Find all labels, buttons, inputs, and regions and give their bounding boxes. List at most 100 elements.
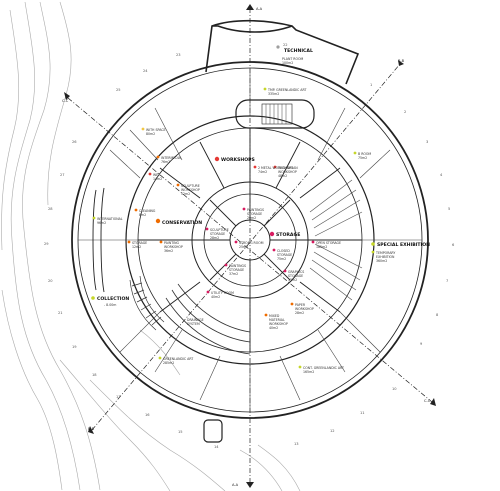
drainage-channel bbox=[165, 283, 251, 355]
section-label-bb-top: B-B bbox=[398, 59, 405, 63]
grid-number-25: 25 bbox=[116, 88, 121, 92]
label-plant-room: PLANT ROOM bbox=[282, 57, 304, 61]
marker-cleaning bbox=[134, 208, 138, 212]
label-storage-room: STORAGE bbox=[132, 241, 147, 245]
label-sculpture-workshop-sub: WORKSHOP bbox=[181, 188, 200, 192]
marker-strong-room bbox=[234, 240, 238, 244]
label-technician-sub: WORKSHOP bbox=[278, 170, 297, 174]
label-sculpture-workshop-area: 52m2 bbox=[181, 192, 190, 196]
label-cont-greenlandic: CONT. GREENLANDIC ART bbox=[303, 366, 344, 370]
heading-technical: TECHNICAL bbox=[284, 48, 313, 54]
grid-number-18: 18 bbox=[92, 373, 97, 377]
grid-number-2: 2 bbox=[404, 110, 406, 114]
grid-number-19: 19 bbox=[72, 345, 77, 349]
heading-special-exhibition: SPECIAL EXHIBITION bbox=[377, 242, 430, 248]
marker-cont-greenlandic bbox=[298, 365, 302, 369]
grid-number-24: 24 bbox=[143, 69, 148, 73]
marker-wet bbox=[148, 172, 152, 176]
heading-collection: COLLECTION bbox=[97, 296, 129, 302]
marker-mixed-media bbox=[264, 313, 268, 317]
label-painting-workshop-area: 36m2 bbox=[164, 249, 173, 253]
label-painting-workshop: PAINTING bbox=[164, 241, 179, 245]
grid-number-17: 17 bbox=[116, 395, 121, 399]
marker-sculpture-storage bbox=[205, 227, 209, 231]
marker-b-room bbox=[353, 151, 357, 155]
label-with-space-area: 80m2 bbox=[146, 132, 155, 136]
label-painting-workshop-sub: WORKSHOP bbox=[164, 245, 183, 249]
label-intermedia-area: 76m2 bbox=[161, 160, 170, 164]
marker-international bbox=[92, 216, 96, 220]
label-temporary-exhibition: TEMPORARY bbox=[375, 251, 395, 255]
grid-number-14: 14 bbox=[214, 445, 219, 449]
label-sculpture-storage: SCULPTURE bbox=[210, 228, 229, 232]
label-intermedia: INTERMEDIA bbox=[161, 156, 182, 160]
bottom-stair bbox=[203, 419, 223, 443]
technical-annex bbox=[205, 19, 360, 85]
label-graphics-storage-sub: STORAGE bbox=[288, 274, 303, 278]
marker-special-exhibition bbox=[371, 242, 375, 246]
label-b-room-area: 75m2 bbox=[358, 156, 367, 160]
grid-number-28: 28 bbox=[48, 207, 53, 211]
collection-stairs bbox=[129, 275, 165, 331]
label-metal-workshops: 2 METAL WORKSHOPS bbox=[258, 166, 293, 170]
label-painting-storage-top-sub: STORAGE bbox=[247, 212, 262, 216]
label-greenland-art: GREENLANDIC ART bbox=[163, 357, 193, 361]
marker-workshops bbox=[214, 156, 220, 162]
label-drainage-sub: SYSTEM bbox=[187, 322, 200, 326]
marker-collection bbox=[91, 296, 95, 300]
section-lines bbox=[67, 8, 433, 486]
section-label-cc-right: C-C bbox=[424, 399, 431, 403]
grid-numbers: 22 23 24 25 26 27 28 29 20 21 19 18 17 1… bbox=[44, 43, 455, 449]
marker-intermedia bbox=[156, 155, 160, 159]
section-label-aa-bottom: A-A bbox=[232, 483, 239, 487]
grid-number-22: 22 bbox=[283, 43, 288, 47]
label-sculpture-storage-sub: STORAGE bbox=[210, 232, 225, 236]
marker-temporary-exhibition bbox=[371, 250, 375, 254]
label-cleaning: CLEANING bbox=[139, 209, 156, 213]
left-corridor bbox=[92, 187, 105, 293]
grid-number-7: 7 bbox=[446, 279, 448, 283]
label-open-storage: OPEN STORAGE bbox=[316, 241, 341, 245]
label-collection-level: - 8.00m bbox=[104, 303, 116, 307]
label-closed-storage-area: 75m2 bbox=[277, 257, 286, 261]
label-utility-room-area: 40m2 bbox=[211, 295, 220, 299]
label-drainage: DRAINAGE bbox=[187, 318, 204, 322]
grid-number-9: 9 bbox=[420, 342, 423, 346]
grid-number-10: 10 bbox=[392, 387, 397, 391]
marker-greenland-art bbox=[158, 356, 162, 360]
grid-number-29: 29 bbox=[44, 242, 49, 246]
label-paper-workshop: PAPER bbox=[295, 303, 306, 307]
marker-tmp-greenlandic bbox=[263, 87, 267, 91]
marker-utility-room bbox=[206, 290, 210, 294]
marker-painting-storage-top bbox=[242, 207, 246, 211]
marker-closed-storage bbox=[272, 248, 276, 252]
radial-grid bbox=[78, 68, 422, 412]
label-mixed-media: MIXED bbox=[269, 314, 280, 318]
label-technician: TECHNICIAN bbox=[277, 166, 298, 170]
grid-number-4: 4 bbox=[440, 173, 443, 177]
room-labels: PLANT ROOM 100m2 TMP. GREENLANDIC ART 33… bbox=[97, 57, 395, 374]
section-arrows bbox=[64, 4, 436, 488]
heading-storage: STORAGE bbox=[276, 232, 300, 238]
label-mixed-media-sub: MATERIAL bbox=[269, 318, 285, 322]
label-tmp-greenlandic-area: 335m2 bbox=[268, 92, 279, 96]
grid-number-3: 3 bbox=[426, 140, 428, 144]
section-label-bb-bottom: B-B bbox=[88, 427, 95, 431]
marker-paintings-storage-low bbox=[224, 263, 228, 267]
label-paintings-storage-low: PAINTINGS bbox=[229, 264, 246, 268]
label-plant-room-area: 100m2 bbox=[282, 61, 293, 65]
marker-technician bbox=[273, 165, 277, 169]
label-with-space: WITH SPACE bbox=[146, 128, 166, 132]
storage-racks bbox=[309, 179, 363, 301]
label-closed-storage-sub: STORAGE bbox=[277, 253, 292, 257]
marker-storage bbox=[269, 231, 275, 237]
section-label-aa-top: A-A bbox=[256, 7, 263, 11]
label-wet: WET bbox=[153, 173, 160, 177]
room-markers bbox=[91, 45, 375, 369]
label-sculpture-storage-area: 28m2 bbox=[210, 236, 219, 240]
label-tmp-greenlandic: TMP. GREENLANDIC ART bbox=[267, 88, 306, 92]
label-graphics-storage: GRAPHICS bbox=[288, 270, 304, 274]
heading-conservation: CONSERVATION bbox=[162, 220, 202, 226]
label-strong-room-area: 25m2 bbox=[239, 245, 248, 249]
section-label-cc-left: C-C bbox=[62, 99, 69, 103]
